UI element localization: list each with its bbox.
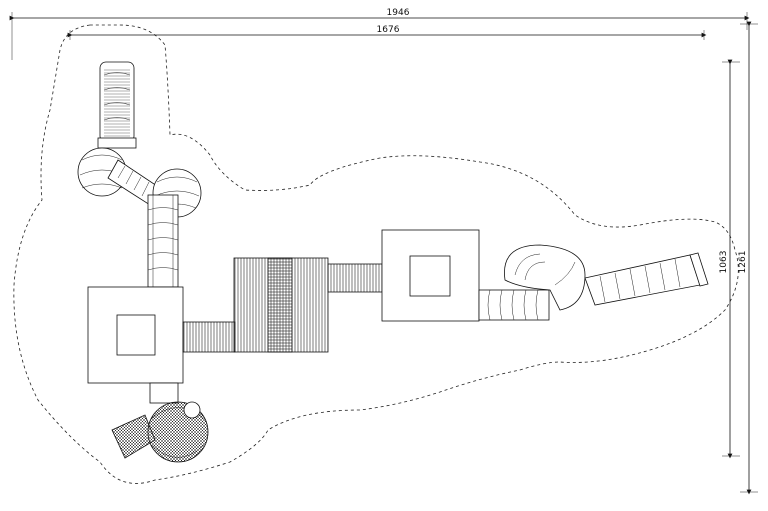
inner-width-label: 1676 [377, 25, 400, 35]
straight-slide-east [584, 252, 709, 306]
safety-zone-outline [13, 24, 739, 484]
inner-height-label: 1063 [719, 251, 729, 274]
straight-slide-north [97, 61, 137, 149]
bridge-left [182, 321, 236, 353]
dimension-overall-height: 1261 [738, 21, 758, 495]
mesh-climber-bottom [111, 401, 209, 463]
tube-slide-east [478, 244, 586, 321]
vertical-tube [147, 194, 179, 288]
dimension-inner-height: 1063 [719, 59, 740, 459]
overall-width-label: 1946 [387, 8, 410, 18]
dimension-inner-width: 1676 [67, 25, 707, 40]
dimension-overall-width: 1946 [9, 8, 750, 60]
left-tower [87, 286, 184, 404]
right-tower [381, 229, 480, 322]
curved-tube-north [77, 147, 202, 218]
center-platform [233, 257, 329, 353]
overall-height-label: 1261 [738, 251, 748, 274]
bridge-right [327, 263, 383, 293]
